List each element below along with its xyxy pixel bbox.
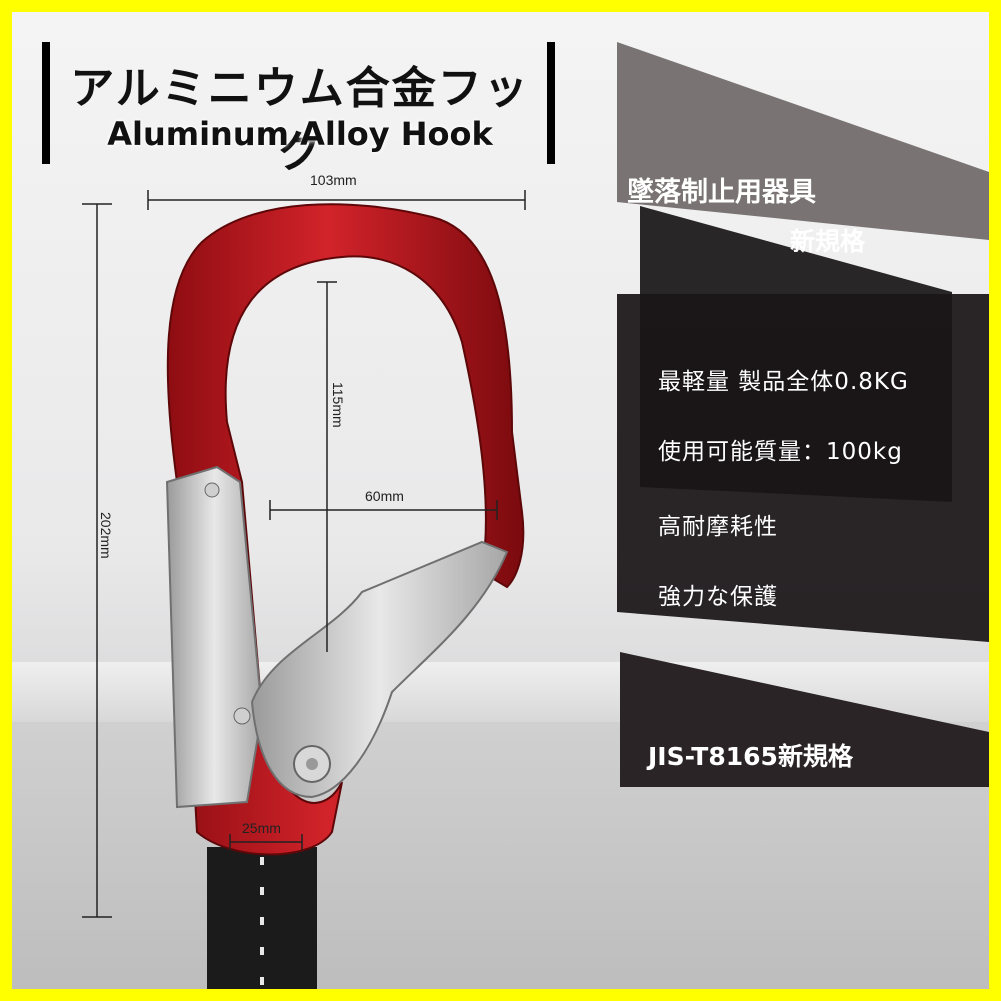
- dimension-lines: [82, 190, 526, 918]
- title-english: Aluminum Alloy Hook: [107, 115, 493, 153]
- title-japanese: アルミニウム合金フック: [70, 63, 530, 178]
- latch-plate: [165, 465, 264, 809]
- width-dimension: 103mm: [310, 172, 357, 188]
- hook-gate: [250, 540, 509, 799]
- standard-panel: [620, 652, 989, 787]
- bottom-dimension: 25mm: [242, 820, 281, 836]
- info-panels: [617, 42, 989, 787]
- title-bar-left: [42, 42, 50, 164]
- panel-subheading: 新規格: [790, 227, 866, 256]
- features-panel: [617, 294, 989, 642]
- feature-capacity: 使用可能質量：100kg: [658, 439, 903, 465]
- pivot-center: [306, 758, 318, 770]
- feature-abrasion: 高耐摩耗性: [658, 514, 778, 540]
- heading-panel: [617, 42, 989, 240]
- opening-dimension: 60mm: [365, 488, 404, 504]
- inner-height-dimension: 115mm: [330, 382, 346, 428]
- feature-weight: 最軽量 製品全体0.8KG: [658, 369, 909, 395]
- title-bar-right: [547, 42, 555, 164]
- rivet-middle: [233, 707, 251, 725]
- rivet-top: [204, 482, 220, 498]
- panel-heading: 墜落制止用器具: [627, 177, 816, 208]
- standard-label: JIS-T8165新規格: [648, 742, 853, 771]
- hook-illustration: [82, 190, 526, 989]
- height-dimension: 202mm: [98, 512, 114, 559]
- feature-protection: 強力な保護: [658, 584, 778, 610]
